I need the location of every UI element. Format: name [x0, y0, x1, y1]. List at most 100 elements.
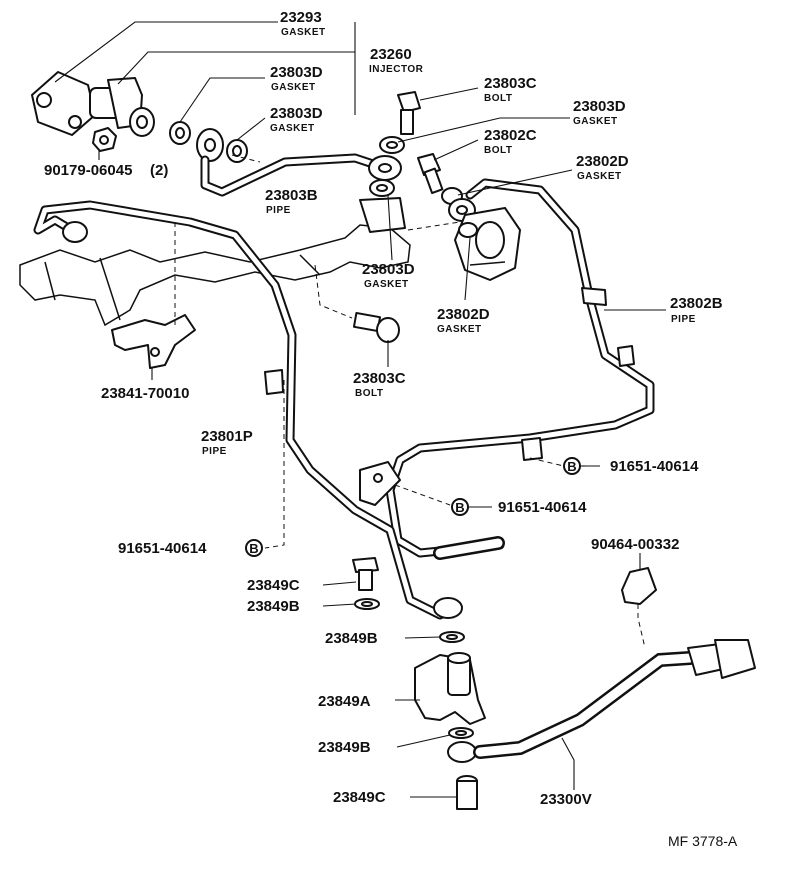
part-name: PIPE — [202, 446, 227, 457]
part-number: 23803D — [270, 64, 323, 81]
gasket-23803D-d — [369, 179, 395, 197]
part-number: 23802B — [670, 295, 723, 312]
part-name: GASKET — [437, 324, 482, 335]
label-91651-40614-a: B 91651-40614 — [563, 457, 699, 475]
part-name: BOLT — [484, 145, 512, 156]
part-number: 23802D — [576, 153, 629, 170]
label-91651-40614-b: B 91651-40614 — [451, 498, 587, 516]
gasket-23802D-b — [458, 222, 478, 238]
part-number: 23803D — [573, 98, 626, 115]
part-number: 23849C — [333, 789, 386, 806]
bolt-23849C-b — [456, 775, 478, 810]
label-23260: 23260 INJECTOR — [369, 46, 423, 75]
label-23803C-mid: 23803C BOLT — [353, 370, 406, 399]
part-number: 90464-00332 — [591, 536, 679, 553]
part-number: 23849B — [318, 739, 371, 756]
nut-90179 — [92, 127, 117, 152]
injector-23260 — [31, 71, 155, 137]
part-number: 23803B — [265, 187, 318, 204]
pipe-23801P — [33, 200, 460, 620]
clip-90464-00332 — [621, 567, 657, 605]
reference-letter: B — [567, 459, 576, 474]
label-23801P: 23801P PIPE — [201, 428, 253, 457]
label-23849B-c: 23849B — [318, 739, 371, 756]
part-number: 23300V — [540, 791, 592, 808]
bolt-23803C-mid — [352, 312, 400, 343]
part-number: 23849A — [318, 693, 371, 710]
union-fitting-center — [368, 155, 402, 181]
reference-letter: B — [455, 500, 464, 515]
gasket-23803D-a — [169, 121, 191, 145]
drawing-number: MF 3778-A — [668, 833, 738, 849]
label-23803D-d: 23803D GASKET — [362, 261, 415, 290]
part-name: GASKET — [270, 123, 315, 134]
pipe-23801P-end-fitting — [62, 221, 88, 243]
vsv-23849A — [414, 652, 486, 725]
label-23803B: 23803B PIPE — [265, 187, 318, 216]
label-23802D-a: 23802D GASKET — [576, 153, 629, 182]
part-number: 91651-40614 — [610, 458, 699, 475]
bolt-23802C — [417, 153, 444, 195]
gasket-23849B-c — [448, 727, 474, 739]
reference-marker — [245, 539, 263, 557]
label-90464-00332: 90464-00332 — [591, 536, 679, 553]
union-bottom — [433, 597, 463, 619]
part-number: 23801P — [201, 428, 253, 445]
bolt-23803C-top — [397, 91, 421, 135]
gasket-23849B-b — [439, 631, 465, 643]
part-number: 23849B — [325, 630, 378, 647]
label-23293: 23293 GASKET — [280, 9, 326, 38]
fuel-filter-housing — [454, 207, 521, 281]
part-number: 23849B — [247, 598, 300, 615]
part-quantity: (2) — [150, 162, 168, 179]
label-23803D-a: 23803D GASKET — [270, 64, 323, 93]
pipe-clamp-right-lower — [617, 345, 635, 367]
label-23803D-c: 23803D GASKET — [573, 98, 626, 127]
dashed-lines — [174, 154, 646, 649]
part-number: 23802C — [484, 127, 537, 144]
part-number: 23803D — [362, 261, 415, 278]
leader-lines — [54, 21, 666, 798]
label-23849A: 23849A — [318, 693, 371, 710]
part-name: BOLT — [484, 93, 512, 104]
label-23849B-a: 23849B — [247, 598, 300, 615]
intake-manifold-outline — [19, 224, 411, 327]
clamp-23841-70010 — [111, 314, 196, 369]
hose-23300V — [473, 639, 756, 759]
label-91651-40614-c: 91651-40614 B — [118, 539, 263, 557]
part-number: 23803C — [353, 370, 406, 387]
pipe-23803B — [200, 153, 390, 197]
label-23802B: 23802B PIPE — [670, 295, 723, 325]
part-number: 23293 — [280, 9, 322, 26]
hose-stub — [433, 536, 505, 560]
part-number: 90179-06045 — [44, 162, 132, 179]
label-23803C-top: 23803C BOLT — [484, 75, 537, 104]
reference-marker — [451, 498, 469, 516]
part-number: 23849C — [247, 577, 300, 594]
part-number: 23803C — [484, 75, 537, 92]
bolt-23849C-a — [352, 557, 379, 591]
label-23803D-b: 23803D GASKET — [270, 105, 323, 134]
pipe-23802B — [385, 178, 655, 558]
part-name: PIPE — [671, 314, 696, 325]
mounting-boss — [359, 197, 406, 233]
pipe-clamp-right-upper — [581, 287, 607, 306]
part-number: 23803D — [270, 105, 323, 122]
part-number: 23260 — [370, 46, 412, 63]
label-90179-06045: 90179-06045 (2) — [44, 162, 168, 179]
part-number: 91651-40614 — [118, 540, 207, 557]
bracket-center — [359, 461, 401, 506]
part-name: PIPE — [266, 205, 291, 216]
gasket-23803D-b — [226, 139, 248, 163]
part-name: BOLT — [355, 388, 383, 399]
label-23841-70010: 23841-70010 — [101, 385, 189, 402]
part-name: GASKET — [281, 27, 326, 38]
pipe-clamp-lower — [521, 437, 543, 461]
part-number: 23802D — [437, 306, 490, 323]
label-23849C-a: 23849C — [247, 577, 300, 594]
reference-letter: B — [249, 541, 258, 556]
gasket-23803D-c — [379, 136, 405, 154]
part-name: GASKET — [577, 171, 622, 182]
label-23849B-b: 23849B — [325, 630, 378, 647]
